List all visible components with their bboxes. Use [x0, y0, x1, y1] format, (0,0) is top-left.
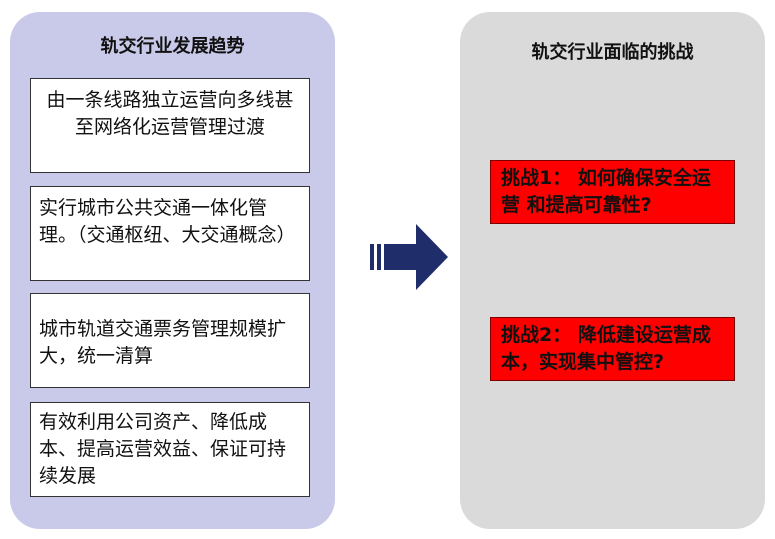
trend-item-text: 城市轨道交通票务管理规模扩大，统一清算: [39, 318, 287, 367]
trend-item-text: 由一条线路独立运营向多线甚至网络化运营管理过渡: [46, 89, 294, 138]
trend-item: 有效利用公司资产、降低成本、提高运营效益、保证可持续发展: [30, 402, 310, 497]
trends-title: 轨交行业发展趋势: [100, 36, 245, 57]
challenges-panel: 轨交行业面临的挑战 挑战1： 如何确保安全运营 和提高可靠性? 挑战2： 降低建…: [460, 12, 765, 529]
trend-item: 城市轨道交通票务管理规模扩大，统一清算: [30, 293, 310, 388]
challenge-item: 挑战1： 如何确保安全运营 和提高可靠性?: [490, 160, 735, 224]
trends-panel: 轨交行业发展趋势 由一条线路独立运营向多线甚至网络化运营管理过渡 实行城市公共交…: [10, 12, 335, 529]
challenge-text: 挑战1： 如何确保安全运营 和提高可靠性?: [501, 167, 711, 216]
trend-item: 实行城市公共交通一体化管理。（交通枢纽、大交通概念）: [30, 186, 310, 281]
challenge-item: 挑战2： 降低建设运营成本，实现集中管控?: [490, 317, 735, 381]
challenge-text: 挑战2： 降低建设运营成本，实现集中管控?: [501, 324, 711, 373]
trend-item-text: 实行城市公共交通一体化管理。（交通枢纽、大交通概念）: [39, 197, 296, 246]
challenges-title: 轨交行业面临的挑战: [531, 42, 694, 63]
trend-item-text: 有效利用公司资产、降低成本、提高运营效益、保证可持续发展: [39, 411, 287, 487]
trend-item: 由一条线路独立运营向多线甚至网络化运营管理过渡: [30, 78, 310, 173]
right-arrow-icon: [370, 224, 448, 290]
